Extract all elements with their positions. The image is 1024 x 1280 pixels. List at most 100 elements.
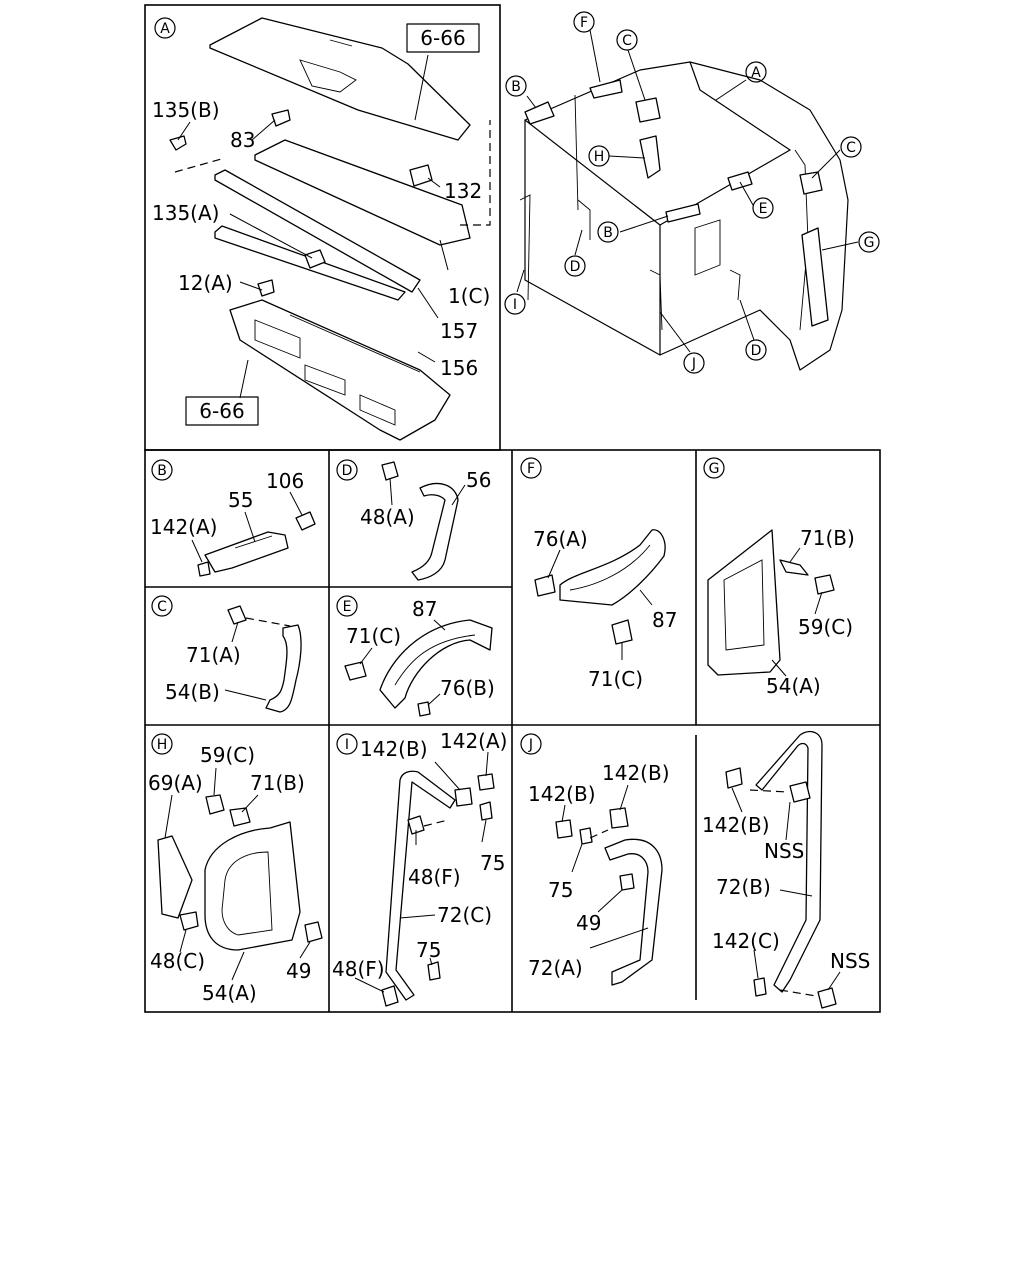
- callout-75-j: 75: [548, 878, 573, 902]
- callout-142b-i: 142(B): [360, 737, 428, 761]
- plate-142b-j-left: [555, 819, 573, 839]
- svg-text:D: D: [342, 463, 353, 479]
- cab-marker-f: F: [573, 11, 595, 33]
- callout-75-i-top: 75: [480, 851, 505, 875]
- svg-text:B: B: [511, 79, 521, 95]
- rail-72b: [755, 731, 823, 993]
- cab-marker-i: I: [504, 293, 526, 315]
- panel-g: G 71(B) 59(C) 54(A): [703, 457, 855, 698]
- panel-h-marker: H: [151, 733, 173, 755]
- callout-72c: 72(C): [437, 903, 492, 927]
- callout-72b: 72(B): [716, 875, 771, 899]
- callout-12a: 12(A): [178, 271, 233, 295]
- panel-h: H 59(C) 69(A) 71(B) 48(C) 49 54(A): [148, 733, 323, 1005]
- callout-132: 132: [444, 179, 482, 203]
- callout-48c: 48(C): [150, 949, 205, 973]
- callout-54a: 54(A): [766, 674, 821, 698]
- callout-142a: 142(A): [150, 515, 217, 539]
- cab-overview: F C A B H C E G B D I J D: [504, 11, 880, 374]
- bolt-71a: [227, 605, 247, 625]
- svg-text:G: G: [709, 461, 720, 477]
- panel-f: F 76(A) 87 71(C): [520, 457, 677, 691]
- ref-box-bottom: [185, 396, 259, 426]
- svg-text:I: I: [513, 297, 517, 313]
- bolt-71b: [779, 559, 809, 576]
- cap-59c: [814, 574, 835, 595]
- panel-g-marker: G: [703, 457, 725, 479]
- handle-56: [411, 483, 459, 581]
- callout-72a: 72(A): [528, 956, 583, 980]
- nut-49: [304, 921, 323, 943]
- panel-b-marker: B: [151, 459, 173, 481]
- callout-157: 157: [440, 319, 478, 343]
- cab-marker-b-mid: B: [597, 221, 619, 243]
- callout-71b-h: 71(B): [250, 771, 305, 795]
- cab-marker-c-right: C: [840, 136, 862, 158]
- top-cover-panel: [209, 17, 471, 141]
- callout-135a: 135(A): [152, 201, 219, 225]
- svg-text:F: F: [527, 461, 535, 477]
- callout-59c-h: 59(C): [200, 743, 255, 767]
- callout-59c: 59(C): [798, 615, 853, 639]
- bolt-71b-h: [229, 807, 251, 827]
- bracket-69a: [157, 835, 193, 919]
- washer-76b: [417, 701, 431, 717]
- svg-text:E: E: [343, 599, 352, 615]
- callout-135b: 135(B): [152, 98, 220, 122]
- bolt-nss-top: [789, 781, 811, 803]
- panel-e-marker: E: [336, 595, 358, 617]
- bolt-71c-e: [344, 661, 367, 681]
- svg-text:J: J: [528, 737, 533, 753]
- ref-label-top: 6-66: [420, 26, 465, 50]
- svg-text:H: H: [594, 149, 605, 165]
- cab-marker-c-top: C: [616, 29, 638, 51]
- svg-text:I: I: [345, 737, 349, 753]
- svg-text:F: F: [580, 15, 588, 31]
- pad-76a: [534, 574, 556, 597]
- washer-75-bottom: [427, 961, 441, 981]
- rail-72c: [385, 770, 456, 1001]
- panel-a: A 6-66 6-66: [152, 17, 491, 441]
- cab-marker-d-left: D: [564, 255, 586, 277]
- callout-106: 106: [266, 469, 304, 493]
- grab-plate-54a: [707, 529, 781, 676]
- knob-135a: [304, 249, 326, 269]
- panel-d: D 48(A) 56: [336, 459, 491, 581]
- callout-69a: 69(A): [148, 771, 203, 795]
- nut-142a: [197, 561, 211, 577]
- screw-135b: [169, 135, 187, 151]
- callout-142b-k: 142(B): [702, 813, 770, 837]
- ref-label-bottom: 6-66: [199, 399, 244, 423]
- rail-72a: [604, 838, 663, 986]
- bolt-106: [295, 511, 316, 531]
- plate-142b-k: [725, 767, 743, 789]
- callout-142a-i: 142(A): [440, 729, 507, 753]
- callout-142b-j-left: 142(B): [528, 782, 596, 806]
- cab-marker-j: J: [683, 352, 705, 374]
- callout-142c: 142(C): [712, 929, 780, 953]
- mounting-plate: [254, 139, 471, 246]
- plate-142b-j-right: [609, 807, 629, 829]
- panel-grid: [144, 4, 881, 1013]
- panel-c-marker: C: [151, 595, 173, 617]
- svg-text:D: D: [570, 259, 581, 275]
- panel-i-marker: I: [336, 733, 358, 755]
- cab-marker-b-top: B: [505, 75, 527, 97]
- svg-text:C: C: [157, 599, 167, 615]
- screw-83: [271, 109, 291, 127]
- callout-83: 83: [230, 128, 255, 152]
- washer-75-top: [479, 801, 493, 821]
- screw-12a: [257, 279, 275, 297]
- panel-c: C 71(A) 54(B): [151, 595, 302, 713]
- cab-marker-g: G: [858, 231, 880, 253]
- grab-plate-54a-h: [204, 821, 301, 951]
- plate-142a: [477, 773, 495, 791]
- callout-54a-h: 54(A): [202, 981, 257, 1005]
- bolt-48c: [179, 911, 199, 931]
- callout-87-e: 87: [412, 597, 437, 621]
- callout-nss-bottom: NSS: [830, 949, 870, 973]
- panel-e: E 87 71(C) 76(B): [336, 595, 495, 717]
- panel-j-marker: J: [520, 733, 542, 755]
- svg-text:C: C: [846, 140, 856, 156]
